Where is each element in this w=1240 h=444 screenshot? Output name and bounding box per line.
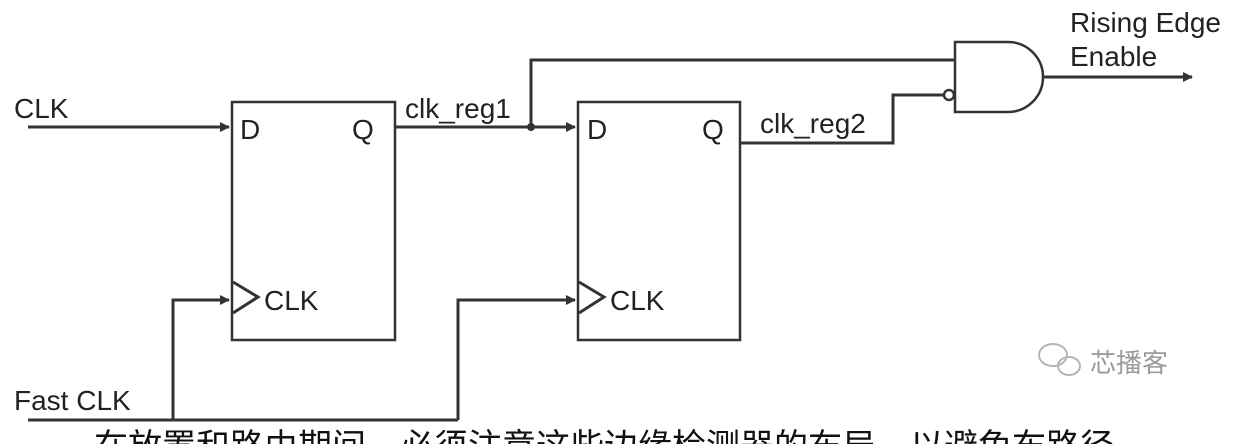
ff2-q-pin: Q [702, 114, 724, 145]
flip-flop-2 [576, 100, 742, 342]
clk-reg1-label: clk_reg1 [405, 93, 511, 124]
ff1-clk-pin: CLK [264, 285, 319, 316]
ff1-clock-triangle [232, 280, 261, 315]
fast-clk-to-ff2 [456, 295, 576, 420]
ff2-clock-triangle [578, 280, 607, 315]
fast-clk-to-ff1 [171, 295, 230, 420]
ff1-d-pin: D [240, 114, 260, 145]
clk-reg1-to-and [529, 58, 955, 127]
output-label-line2: Enable [1070, 41, 1157, 72]
ff1-q-pin: Q [352, 114, 374, 145]
and-gate [953, 40, 1045, 114]
ff2-d-pin: D [587, 114, 607, 145]
output-label-line1: Rising Edge [1070, 7, 1221, 38]
clk-reg2-wire [740, 93, 944, 145]
junction-dot [527, 123, 535, 131]
caption-text: 在放置和路由期间，必须注意这些边缘检测器的布局，以避免布路径 [94, 428, 1114, 444]
wechat-logo-icon [1038, 343, 1081, 376]
watermark-text: 芯播客 [1090, 348, 1168, 378]
flip-flop-1 [230, 100, 397, 342]
fast-clk-input-label: Fast CLK [14, 385, 131, 416]
clk-input-label: CLK [14, 93, 69, 124]
clk-reg2-label: clk_reg2 [760, 108, 866, 139]
inverter-bubble [942, 88, 956, 102]
ff2-clk-pin: CLK [610, 285, 665, 316]
